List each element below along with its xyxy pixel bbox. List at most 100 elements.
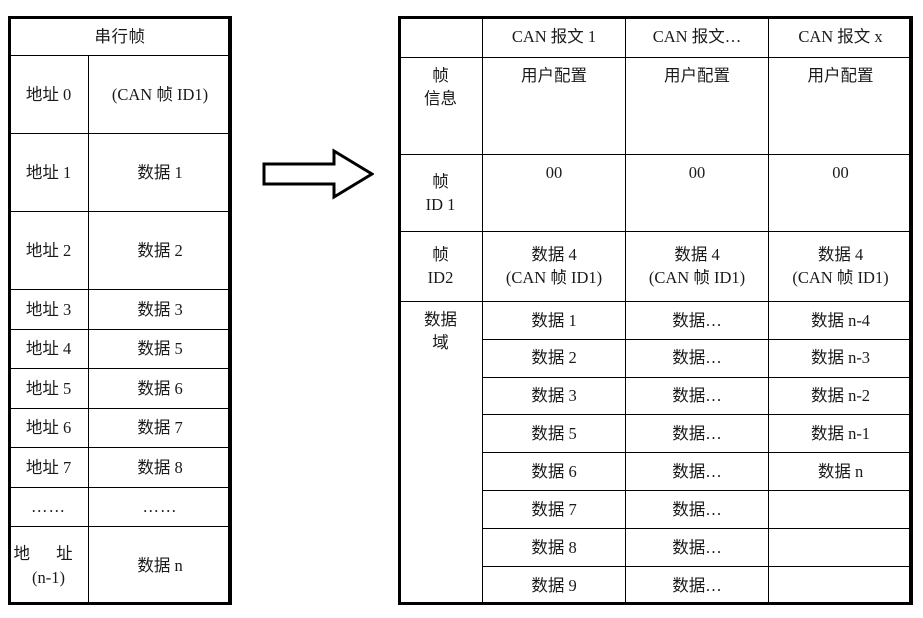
data-cell: 数据 9 (482, 566, 626, 605)
data-cell: 数据… (625, 566, 769, 605)
data-cell: 数据… (625, 338, 769, 378)
address-cell: 地址 4 (8, 328, 89, 370)
data-value-cell: 数据 6 (88, 368, 232, 409)
data-cell: 数据… (625, 376, 769, 416)
message-cell-line: 用户配置 (521, 65, 587, 85)
data-value-cell: 数据 n (88, 526, 232, 605)
message-cell-line: (CAN 帧 ID1) (648, 268, 746, 288)
data-value-cell: 数据 8 (88, 447, 232, 488)
data-cell: 数据… (625, 490, 769, 530)
message-cell: 00 (625, 154, 769, 233)
data-cell: 数据… (625, 452, 769, 492)
data-cell: 数据 n-2 (768, 376, 913, 416)
data-value-cell: 数据 5 (88, 328, 232, 370)
data-cell: 数据 2 (482, 338, 626, 378)
message-cell: 用户配置 (768, 56, 913, 156)
table-row: 帧 ID 1 00 00 00 (398, 154, 913, 233)
column-header: CAN 报文 1 (482, 16, 626, 58)
column-header: CAN 报文… (625, 16, 769, 58)
message-cell-line: 数据 4 (817, 245, 864, 265)
empty-cell (768, 490, 913, 530)
message-cell-line: 用户配置 (664, 65, 730, 85)
data-cell: 数据 n-3 (768, 338, 913, 378)
data-cell: 数据 n-1 (768, 414, 913, 454)
row-label-frame-id-1: 帧 ID 1 (398, 154, 483, 233)
data-cell: 数据 5 (482, 414, 626, 454)
right-block-arrow-icon (262, 148, 375, 200)
table-row: 帧信息 用户配置 用户配置 用户配置 (398, 56, 913, 156)
data-cell: 数据 n (768, 452, 913, 492)
data-cell: 数据 6 (482, 452, 626, 492)
row-label-line: ID 1 (425, 195, 456, 215)
row-label-line: 数据 (424, 309, 457, 329)
row-label-frame-info: 帧信息 (398, 56, 483, 156)
message-cell-line: 00 (832, 163, 849, 183)
row-label-line: 帧 (432, 65, 449, 85)
row-label-line: 帧 (432, 171, 449, 191)
address-cell: 地址 0 (8, 55, 89, 135)
message-cell: 00 (768, 154, 913, 233)
message-cell-line: (CAN 帧 ID1) (792, 268, 889, 288)
data-value-cell: 数据 7 (88, 407, 232, 449)
row-label-frame-id-2: 帧 ID2 (398, 231, 483, 302)
address-label-line: (n-1) (32, 567, 65, 587)
row-label-line: ID2 (427, 268, 454, 288)
message-cell: 用户配置 (482, 56, 626, 156)
address-cell: 地址 7 (8, 447, 89, 488)
row-label-line: 帧 (432, 245, 449, 265)
message-cell: 数据 4 (CAN 帧 ID1) (625, 231, 769, 302)
message-cell-line: 00 (688, 163, 706, 183)
message-cell: 00 (482, 154, 626, 233)
address-cell: 地址 2 (8, 211, 89, 291)
data-value-cell: (CAN 帧 ID1) (88, 55, 232, 135)
row-label-line: 信息 (424, 89, 457, 109)
serial-frame-title: 串行帧 (8, 15, 232, 57)
message-cell-line: 用户配置 (807, 65, 874, 85)
table-row: 地址 0(CAN 帧 ID1) (8, 55, 232, 135)
table-row: 帧 ID2 数据 4 (CAN 帧 ID1) 数据 4 (CAN 帧 ID1) 数据 4 (C… (398, 231, 913, 302)
table-row: ………… (8, 486, 232, 528)
message-cell-line: (CAN 帧 ID1) (505, 268, 603, 288)
data-cell: 数据… (625, 528, 769, 567)
table-row: 地 址 (n-1) 数据 n (8, 526, 232, 605)
address-cell: …… (8, 486, 89, 528)
address-cell: 地址 5 (8, 368, 89, 409)
table-row: 串行帧 (8, 15, 232, 57)
address-label-line: 地 址 (13, 544, 84, 564)
message-cell-line: 数据 4 (531, 245, 577, 265)
data-value-cell: 数据 3 (88, 289, 232, 330)
message-cell: 用户配置 (625, 56, 769, 156)
data-cell: 数据… (625, 414, 769, 454)
column-header: CAN 报文 x (768, 16, 913, 58)
data-cell: 数据 n-4 (768, 300, 913, 340)
empty-cell (768, 528, 913, 567)
row-label-line: 域 (432, 333, 449, 353)
data-value-cell: 数据 2 (88, 211, 232, 291)
message-cell-line: 数据 4 (674, 245, 720, 265)
data-cell: 数据… (625, 300, 769, 340)
address-cell: 地 址 (n-1) (8, 526, 89, 605)
data-cell: 数据 7 (482, 490, 626, 530)
address-cell: 地址 1 (8, 133, 89, 213)
corner-cell (398, 16, 483, 58)
message-cell: 数据 4 (CAN 帧 ID1) (768, 231, 913, 302)
row-label-data-field: 数据域 (398, 300, 483, 606)
